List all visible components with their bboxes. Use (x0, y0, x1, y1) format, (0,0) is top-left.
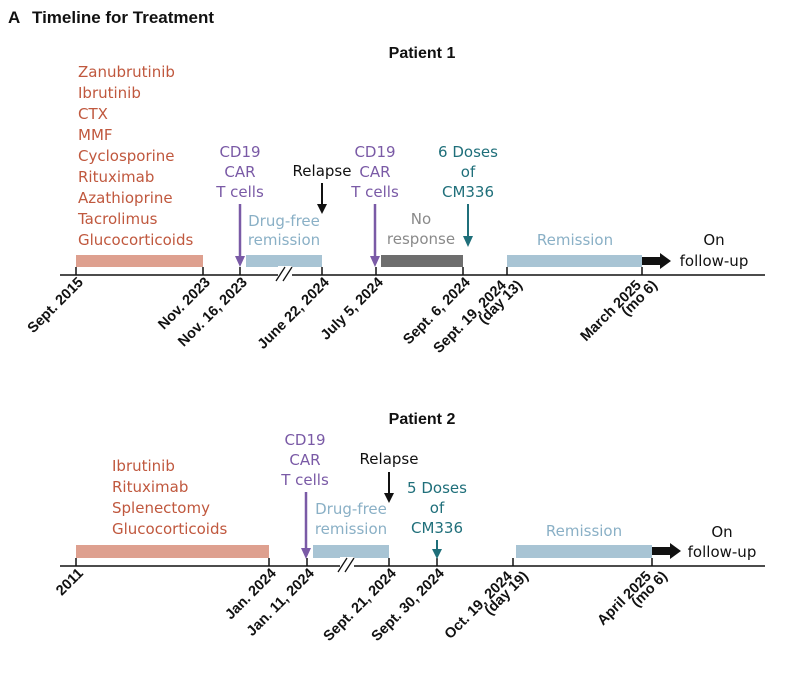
panel-letter: A (8, 8, 20, 27)
patient2-title: Patient 2 (389, 411, 456, 428)
patient2-drugfree-label: Drug-free (315, 500, 387, 518)
svg-text:CAR: CAR (224, 163, 255, 181)
patient2-remission-label: Remission (546, 522, 622, 540)
patient2-date-labels: 2011 Jan. 2024 Jan. 11, 2024 Sept. 21, 2… (53, 566, 671, 645)
patient1-drug: MMF (78, 126, 113, 144)
patient1-followup-label: follow-up (680, 252, 749, 270)
svg-text:CD19: CD19 (284, 431, 325, 449)
patient2-drugfree-bar (313, 545, 389, 558)
svg-text:Relapse: Relapse (293, 162, 352, 180)
patient2-date: Jan. 11, 2024 (244, 566, 318, 640)
patient2-drugfree-label: remission (315, 520, 387, 538)
patient1-ticks (75, 267, 643, 275)
patient1-date: Sept. 2015 (25, 275, 87, 337)
patient2-drug: Ibrutinib (112, 457, 175, 475)
patient1-followup-arrow (642, 253, 671, 269)
patient1-cm336-annotation: 6 Doses of CM336 (438, 143, 498, 247)
svg-text:T cells: T cells (350, 183, 399, 201)
svg-text:CAR: CAR (359, 163, 390, 181)
patient1-drug-bar (76, 255, 203, 267)
svg-text:of: of (430, 499, 445, 517)
patient1-remission-bar (507, 255, 642, 267)
patient1-drug: Zanubrutinib (78, 63, 175, 81)
svg-text:CAR: CAR (289, 451, 320, 469)
patient1-drugfree-bar (246, 255, 322, 267)
panel-title: Timeline for Treatment (32, 8, 214, 27)
patient2-drug: Rituximab (112, 478, 188, 496)
patient1-car-t-1-annotation: CD19 CAR T cells (215, 143, 264, 267)
svg-text:T cells: T cells (215, 183, 264, 201)
patient1-noresponse-bar (381, 255, 463, 267)
patient2-remission-bar (516, 545, 652, 558)
svg-text:CM336: CM336 (411, 519, 463, 537)
patient2-ticks (75, 558, 653, 566)
patient1-drug: Azathioprine (78, 189, 173, 207)
patient1-drug: Rituximab (78, 168, 154, 186)
svg-text:CM336: CM336 (442, 183, 494, 201)
patient2-drug: Splenectomy (112, 499, 210, 517)
patient1-timeline: Patient 1 Zanubrutinib Ibrutinib CTX MMF… (25, 45, 765, 357)
patient1-noresponse-label: response (387, 230, 455, 248)
patient1-drug: Ibrutinib (78, 84, 141, 102)
patient1-relapse-annotation: Relapse (293, 162, 352, 214)
patient2-date: 2011 (53, 566, 87, 600)
patient1-noresponse-label: No (411, 210, 431, 228)
patient1-axis-break (275, 266, 293, 282)
patient1-drug-list: Zanubrutinib Ibrutinib CTX MMF Cyclospor… (77, 63, 193, 249)
patient2-followup-label: follow-up (688, 543, 757, 561)
patient2-car-t-annotation: CD19 CAR T cells (280, 431, 329, 559)
patient1-drugfree-label: remission (248, 231, 320, 249)
patient1-date-labels: Sept. 2015 Nov. 2023 Nov. 16, 2023 June … (25, 275, 661, 357)
patient2-followup-arrow (652, 543, 681, 559)
patient1-drug: CTX (78, 105, 108, 123)
patient2-drug-bar (76, 545, 269, 558)
patient2-followup-label: On (711, 523, 732, 541)
patient2-relapse-annotation: Relapse (360, 450, 419, 503)
patient1-drug: Tacrolimus (77, 210, 158, 228)
patient1-car-t-2-annotation: CD19 CAR T cells (350, 143, 399, 267)
patient2-drug-list: Ibrutinib Rituximab Splenectomy Glucocor… (112, 457, 227, 538)
svg-text:of: of (461, 163, 476, 181)
patient2-cm336-annotation: 5 Doses of CM336 (407, 479, 467, 559)
patient1-date: June 22, 2024 (255, 275, 333, 353)
patient1-drug: Cyclosporine (78, 147, 175, 165)
patient1-date: Sept. 6, 2024 (400, 275, 473, 348)
svg-text:6 Doses: 6 Doses (438, 143, 498, 161)
patient2-drug: Glucocorticoids (112, 520, 227, 538)
svg-text:5 Doses: 5 Doses (407, 479, 467, 497)
svg-text:CD19: CD19 (219, 143, 260, 161)
patient1-title: Patient 1 (389, 45, 456, 62)
patient1-drug: Glucocorticoids (78, 231, 193, 249)
patient1-drugfree-label: Drug-free (248, 212, 320, 230)
patient2-axis-break (337, 557, 355, 573)
svg-text:Relapse: Relapse (360, 450, 419, 468)
svg-text:T cells: T cells (280, 471, 329, 489)
patient1-remission-label: Remission (537, 231, 613, 249)
patient1-followup-label: On (703, 231, 724, 249)
svg-text:CD19: CD19 (354, 143, 395, 161)
patient2-timeline: Patient 2 Ibrutinib Rituximab Splenectom… (53, 411, 765, 645)
